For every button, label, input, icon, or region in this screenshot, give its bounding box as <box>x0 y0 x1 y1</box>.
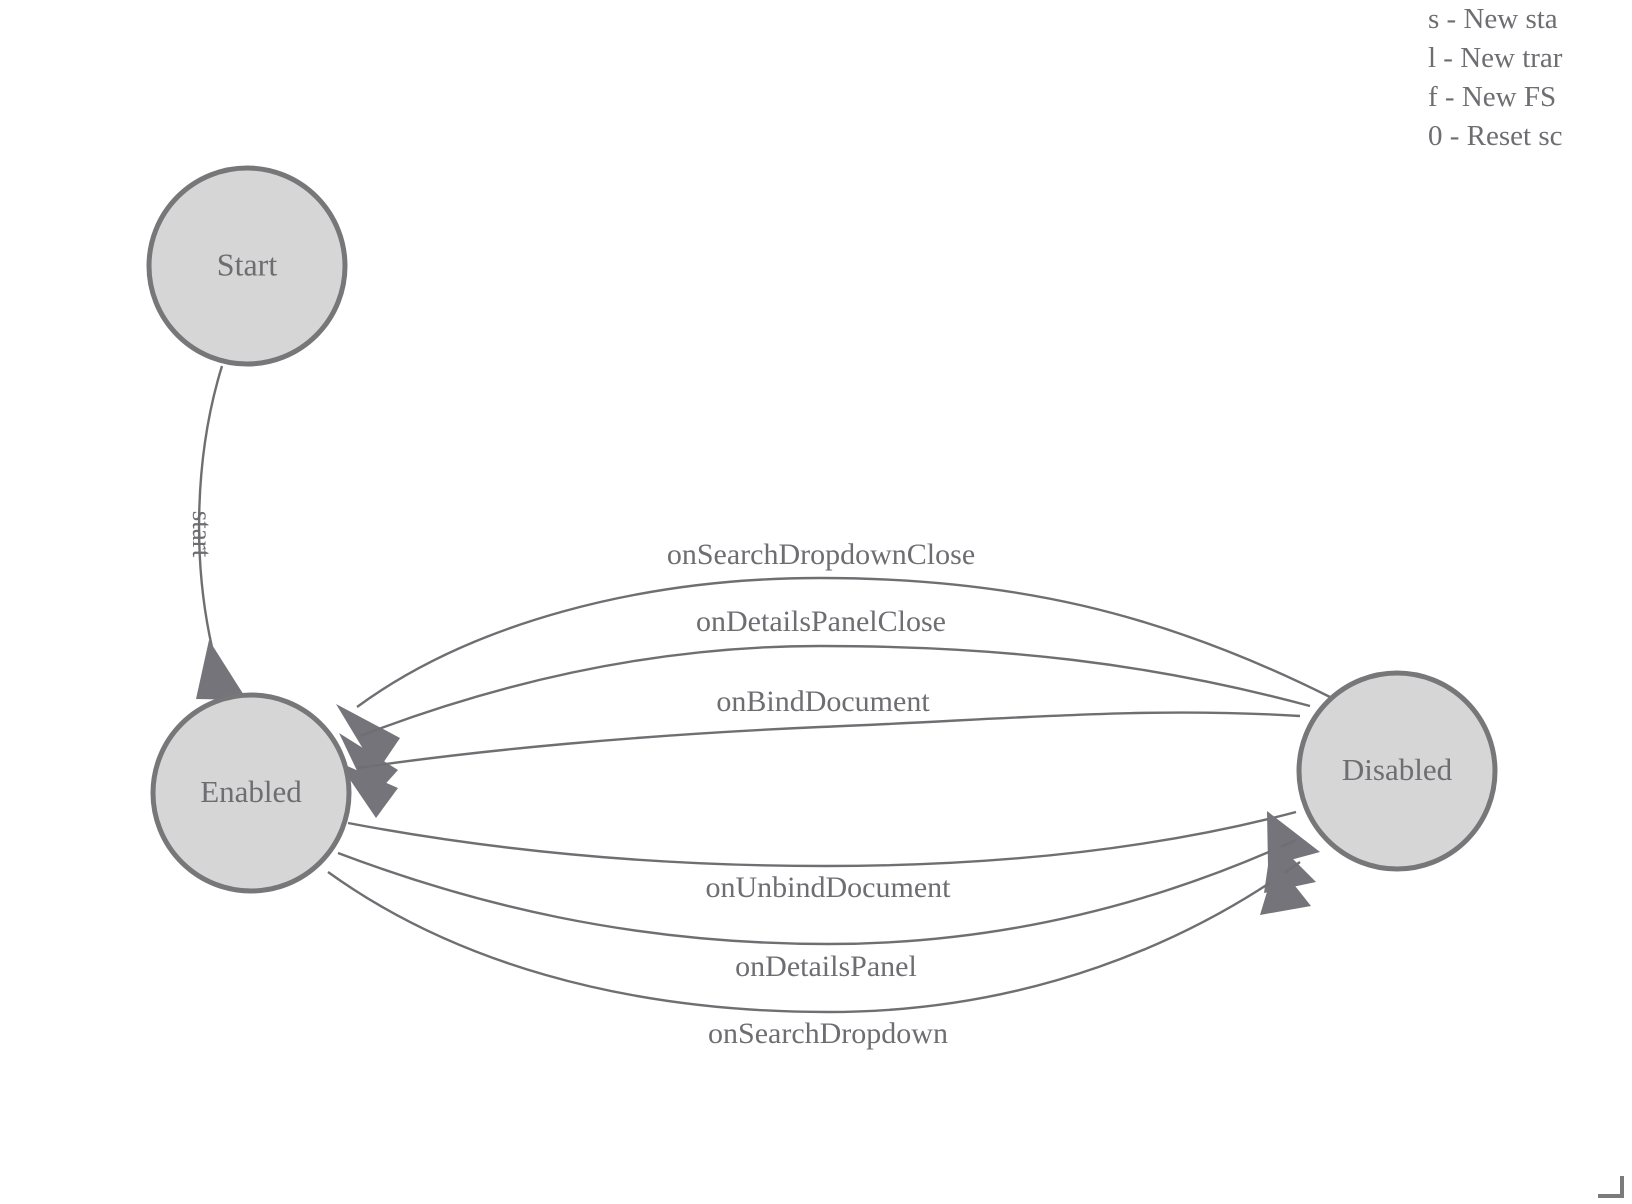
edge-label-ondetailspanelclose: onDetailsPanelClose <box>696 605 946 638</box>
edge-onunbinddocument-path <box>347 810 1297 868</box>
node-enabled[interactable]: Enabled <box>150 692 352 894</box>
edge-onsearchdropdownclose[interactable] <box>336 576 1331 772</box>
edge-onbinddocument-arrowhead <box>338 762 398 818</box>
corner-vertical-bar <box>1620 1176 1624 1198</box>
corner-horizontal-bar <box>1598 1194 1624 1198</box>
edge-label-ondetailspanel: onDetailsPanel <box>735 950 917 983</box>
node-start[interactable]: Start <box>146 165 348 367</box>
edge-ondetailspanelclose-path <box>359 644 1311 738</box>
node-disabled[interactable]: Disabled <box>1296 670 1498 872</box>
edge-label-onbinddocument: onBindDocument <box>716 685 930 718</box>
edge-label-onsearchdropdown: onSearchDropdown <box>708 1017 948 1050</box>
help-line-reset: 0 - Reset sc <box>1428 120 1563 152</box>
edge-onsearchdropdown[interactable] <box>327 861 1311 1014</box>
edge-ondetailspanelclose[interactable] <box>339 644 1311 800</box>
edge-label-start: start <box>187 511 217 558</box>
edge-label-onunbinddocument: onUnbindDocument <box>706 871 952 904</box>
node-start-circle <box>146 165 348 367</box>
edge-start-path <box>197 365 224 661</box>
help-line-new-transition: l - New trar <box>1428 42 1563 74</box>
edge-onsearchdropdownclose-path <box>356 576 1331 708</box>
edge-onbinddocument-path <box>357 711 1301 770</box>
edge-onunbinddocument[interactable] <box>347 810 1320 868</box>
edge-onsearchdropdown-path <box>327 861 1301 1014</box>
resize-corner-handle[interactable] <box>1598 1176 1624 1198</box>
edge-start[interactable] <box>196 365 247 700</box>
edge-label-onsearchdropdownclose: onSearchDropdownClose <box>667 538 975 571</box>
help-line-new-state: s - New sta <box>1428 3 1558 35</box>
help-line-new-fsm: f - New FS <box>1428 81 1557 113</box>
edge-onbinddocument[interactable] <box>338 711 1301 818</box>
node-enabled-circle <box>150 692 352 894</box>
edge-onsearchdropdownclose-arrowhead <box>336 704 400 772</box>
edge-onsearchdropdown-arrowhead <box>1260 862 1311 915</box>
node-start-label: Start <box>217 246 278 282</box>
edge-ondetailspanel-path <box>337 838 1297 946</box>
node-disabled-circle <box>1296 670 1498 872</box>
node-enabled-label: Enabled <box>200 774 302 809</box>
node-disabled-label: Disabled <box>1342 752 1453 787</box>
edge-start-arrowhead <box>196 640 247 700</box>
help-shortcuts-panel: s - New sta l - New trar f - New FS 0 - … <box>1428 0 1632 156</box>
